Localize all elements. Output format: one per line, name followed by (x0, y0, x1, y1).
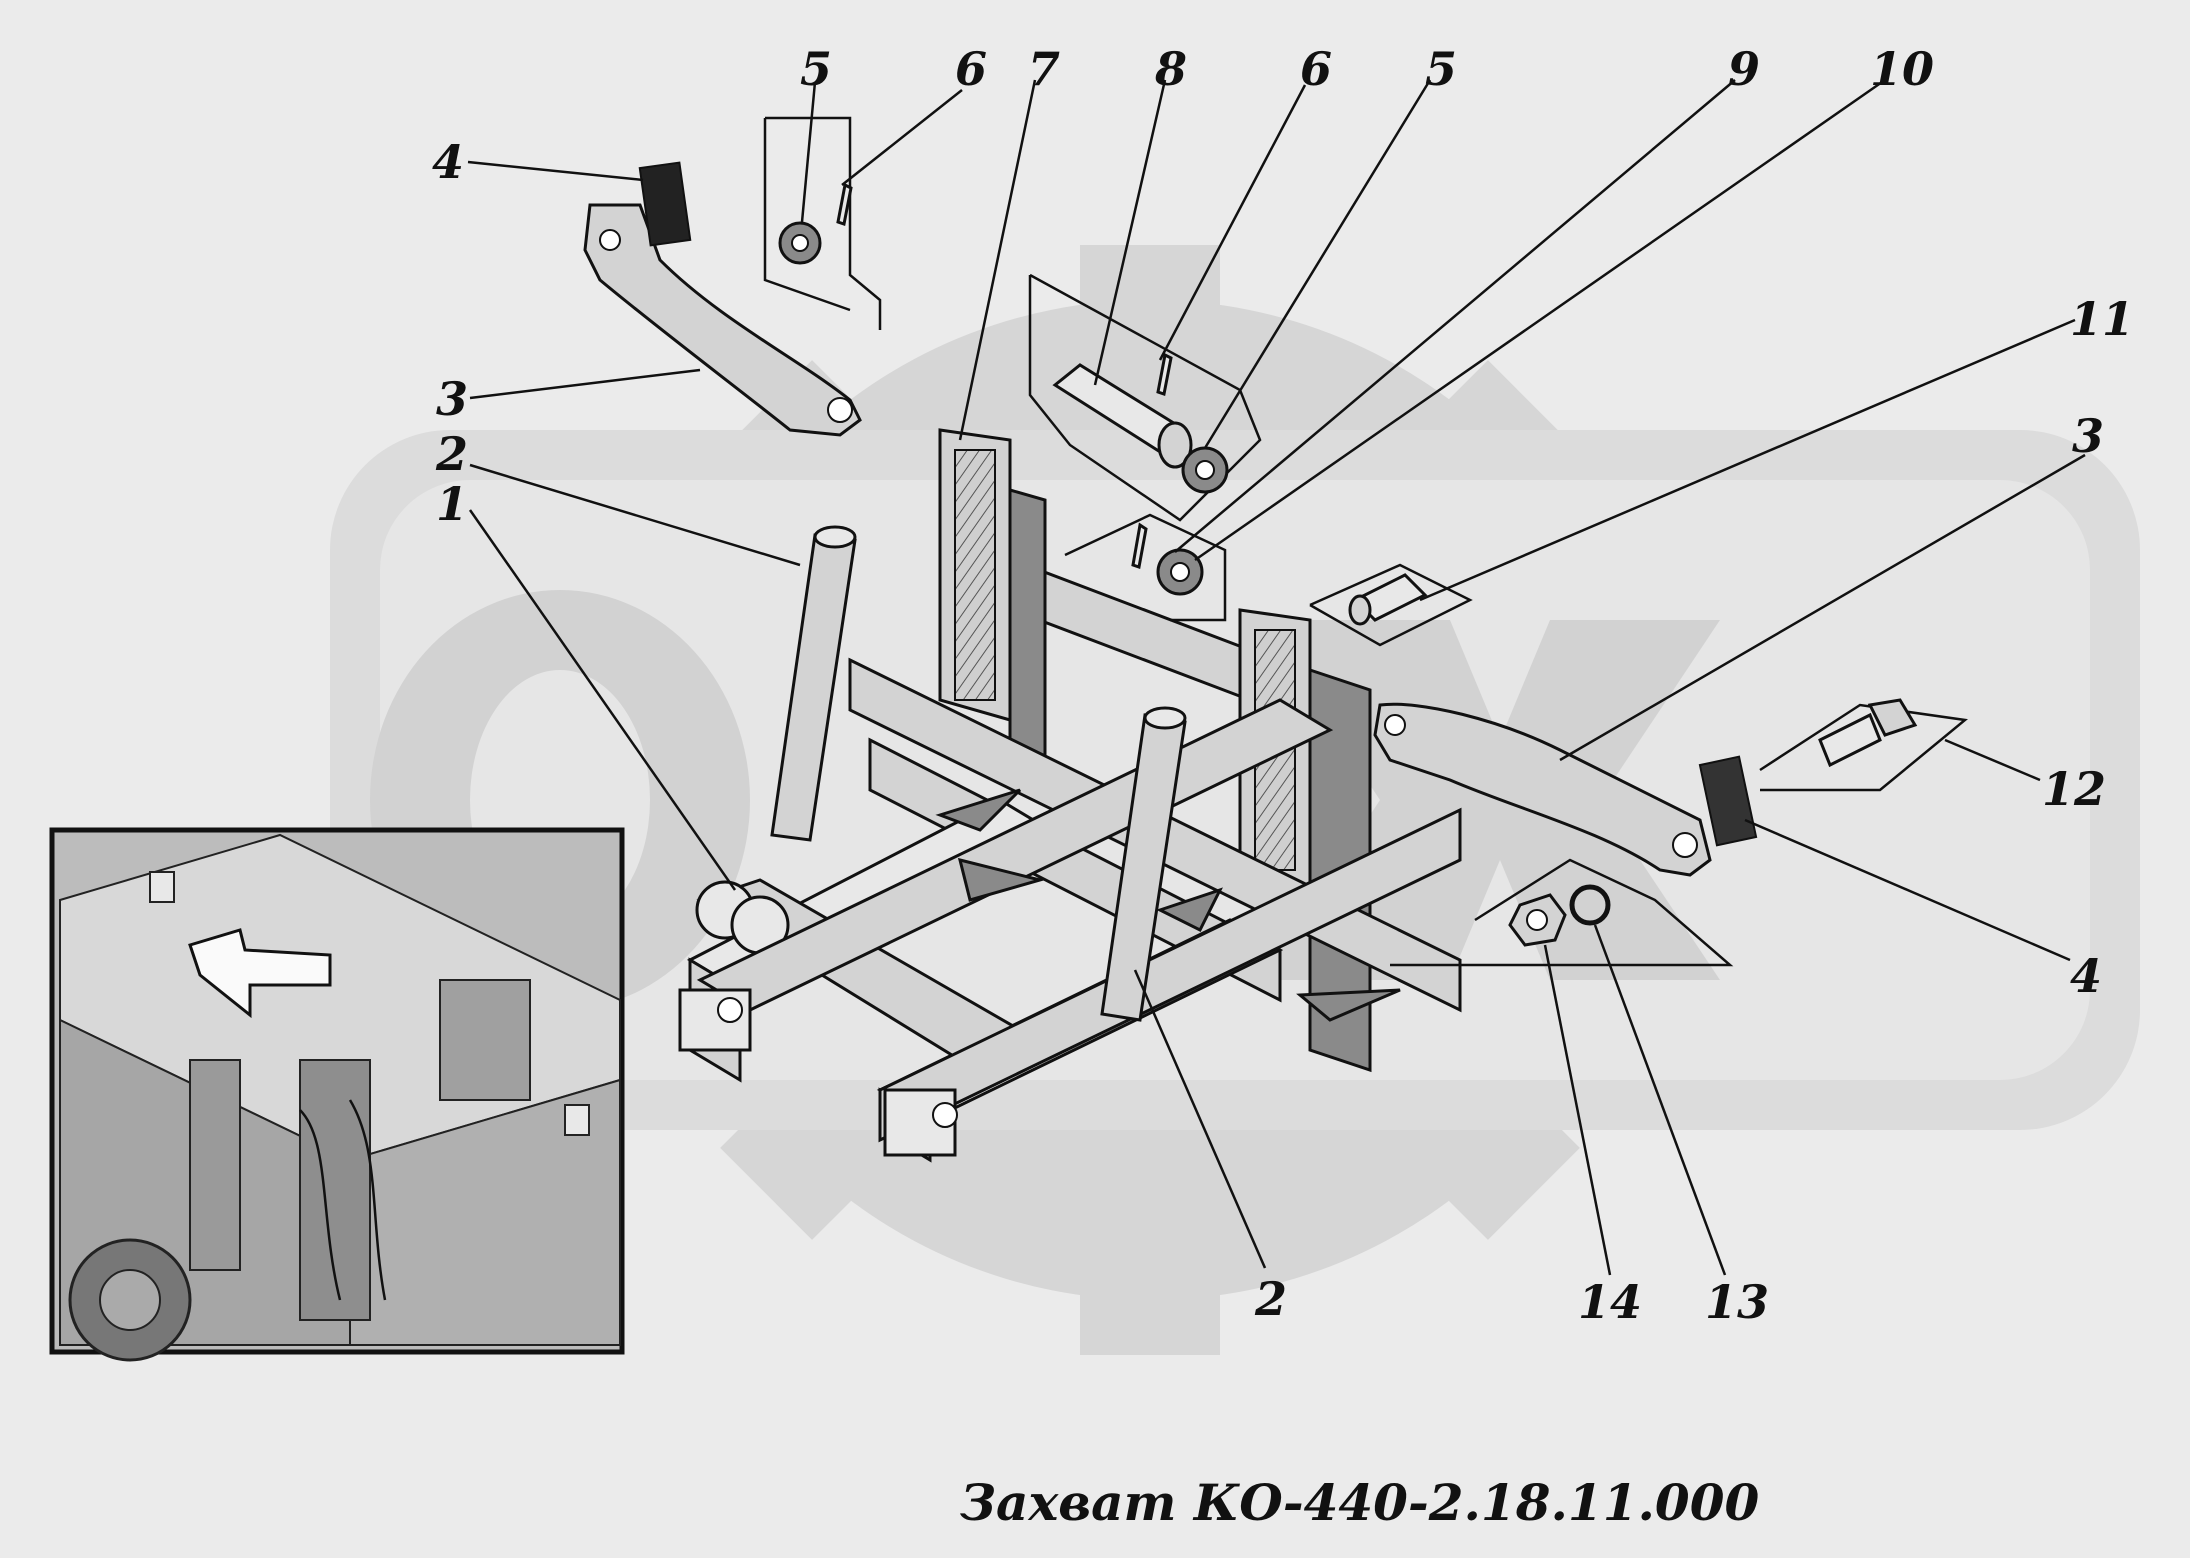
tube-left (770, 525, 857, 842)
axle-pin (1309, 563, 1473, 647)
main-frame (678, 428, 1462, 1163)
tube-right (1100, 706, 1187, 1022)
callout-labels: 5 6 7 8 6 5 9 10 4 3 2 1 11 3 12 4 2 14 … (432, 42, 2134, 1329)
leader-lines (467, 78, 2086, 1276)
callout-13: 13 (1705, 1275, 1769, 1329)
callout-11: 11 (2070, 292, 2134, 346)
callout-6: 6 (1300, 42, 1332, 96)
callout-2: 2 (435, 427, 468, 481)
callout-8: 8 (1154, 42, 1187, 96)
callout-5: 5 (1425, 42, 1457, 96)
inset-vehicle-view (49, 827, 625, 1362)
link-plate-right (1373, 702, 1712, 877)
callout-2: 2 (1254, 1272, 1287, 1326)
bolt (1759, 698, 1968, 792)
hardware-group-top-left (763, 116, 882, 330)
callout-12: 12 (2042, 762, 2106, 816)
callout-7: 7 (1028, 42, 1060, 96)
callout-10: 10 (1870, 42, 1934, 96)
nut-and-washer (1390, 858, 1734, 967)
callout-4: 4 (432, 135, 464, 189)
callout-1: 1 (436, 477, 468, 531)
callout-3: 3 (2072, 409, 2104, 463)
callout-9: 9 (1728, 42, 1760, 96)
diagram-title: Захват КО-440-2.18.11.000 (960, 1473, 1759, 1532)
pad-top (638, 161, 692, 247)
callout-5: 5 (800, 42, 832, 96)
link-plate-left (583, 203, 862, 437)
callout-3: 3 (436, 372, 468, 426)
inset-arrow-icon (188, 928, 332, 1019)
callout-14: 14 (1578, 1275, 1642, 1329)
callout-6: 6 (955, 42, 987, 96)
callout-4: 4 (2070, 949, 2102, 1003)
pad-right (1698, 755, 1758, 847)
hardware-group-center (1064, 513, 1227, 622)
